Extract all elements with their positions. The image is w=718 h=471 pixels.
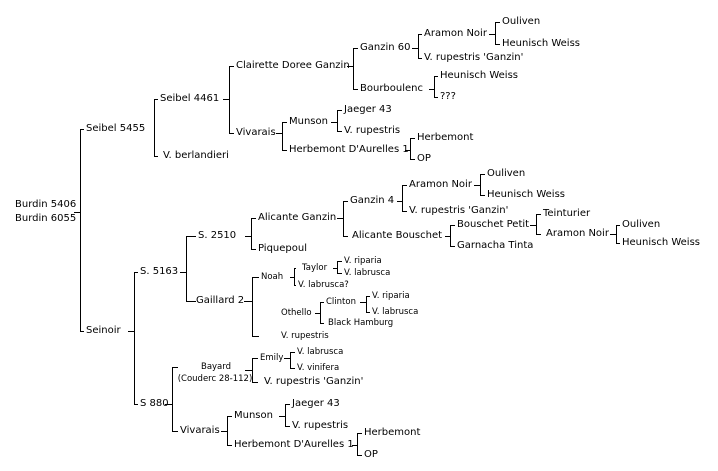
node-v-rupestris: V. rupestris [281,331,329,341]
pedigree-bracket [331,110,342,132]
node-heunisch-weiss: Heunisch Weiss [440,70,519,81]
pedigree-bracket [412,34,422,59]
node-v-riparia: V. riparia [344,256,382,266]
node-ouliven: Ouliven [502,16,541,27]
node-ganzin-60: Ganzin 60 [360,42,411,53]
pedigree-bracket [74,129,84,332]
node-heunisch-weiss: Heunisch Weiss [502,38,581,49]
node-bayard: Bayard [200,362,232,372]
node-othello: Othello [281,308,312,318]
node-seibel-4461: Seibel 4461 [160,93,220,104]
pedigree-bracket [530,214,541,235]
node-heunisch-weiss: Heunisch Weiss [487,189,566,200]
node-ouliven: Ouliven [622,219,661,230]
node-ouliven: Ouliven [487,168,526,179]
pedigree-bracket [397,185,407,212]
pedigree-bracket [221,416,232,446]
node-aramon-noir: Aramon Noir [424,28,487,39]
pedigree-bracket [429,76,438,98]
node-seibel-5455: Seibel 5455 [86,123,146,134]
node-v-rupestris-ganzin: V. rupestris 'Ganzin' [424,52,524,63]
node-vivarais: Vivarais [236,127,276,138]
pedigree-bracket [279,404,290,427]
node-s-880: S 880 [140,398,169,409]
node-alicante-bouschet: Alicante Bouschet [352,230,443,241]
node-teinturier: Teinturier [543,208,591,219]
node-munson: Munson [234,410,273,421]
pedigree-bracket [154,99,158,157]
node-v-labrusca: V. labrusca [372,307,419,317]
node-ganzin-4: Ganzin 4 [350,195,395,206]
pedigree-bracket [489,22,500,45]
node-op: OP [364,449,378,460]
node-aramon-noir: Aramon Noir [546,228,609,239]
node-garnacha-tinta: Garnacha Tinta [457,240,534,251]
pedigree-bracket [337,201,348,237]
root-label-line1: Burdin 5406 [15,199,77,210]
pedigree-bracket [315,302,324,324]
node-v-labrusca: V. labrusca [297,347,344,357]
node-noah: Noah [261,272,284,282]
pedigree-bracket [333,261,342,274]
pedigree-bracket [245,358,258,383]
node-herbemont: Herbemont [417,132,474,143]
node-op: OP [417,153,431,164]
pedigree-bracket [474,174,485,196]
node-herbemont-daurelles-1: Herbemont D'Aurelles 1 [289,144,409,155]
node-v-rupestris-ganzin: V. rupestris 'Ganzin' [409,205,509,216]
node-alicante-ganzin: Alicante Ganzin [258,212,337,223]
node-v-riparia: V. riparia [372,291,410,301]
pedigree-bracket [244,277,259,337]
node-vivarais: Vivarais [180,425,220,436]
node-v-rupestris: V. rupestris [292,420,349,431]
node-seinoir: Seinoir [86,325,121,336]
node-bourboulenc: Bourboulenc [360,83,423,94]
node-unknown-parent: ??? [440,91,456,102]
pedigree-bracket [405,138,415,160]
pedigree-bracket [180,236,196,302]
node-heunisch-weiss: Heunisch Weiss [622,237,701,248]
pedigree-bracket [352,433,362,456]
node-taylor: Taylor [302,263,328,273]
node-jaeger-43: Jaeger 43 [292,398,340,409]
node-v-vinifera: V. vinifera [297,363,340,373]
node-black-hamburg: Black Hamburg [328,318,394,328]
node-piquepoul: Piquepoul [258,243,308,254]
node-herbemont: Herbemont [364,427,421,438]
node-bouschet-petit: Bouschet Petit [457,219,530,230]
node-v-labrusca: V. labrusca [344,268,391,278]
root-label-line2: Burdin 6055 [15,213,77,224]
node-v-rupestris-ganzin: V. rupestris 'Ganzin' [264,376,364,387]
pedigree-bracket [284,352,295,369]
node-clairette-doree-ganzin: Clairette Doree Ganzin [236,60,350,71]
node-gaillard-2: Gaillard 2 [196,295,245,306]
pedigree-bracket [610,225,620,244]
node-munson: Munson [289,116,328,127]
pedigree-bracket [290,268,296,286]
node-v-labrusca-uncertain: V. labrusca? [298,280,349,290]
pedigree-bracket [165,367,178,432]
node-aramon-noir: Aramon Noir [409,179,472,190]
node-jaeger-43: Jaeger 43 [344,104,392,115]
pedigree-bracket [276,122,287,151]
pedigree-bracket [445,225,455,247]
node-emily: Emily [260,353,284,363]
pedigree-bracket [128,272,138,405]
pedigree-bracket [347,48,358,90]
pedigree-bracket [360,296,370,313]
node-s-2510: S. 2510 [198,230,237,241]
node-clinton: Clinton [326,297,356,307]
node-v-rupestris: V. rupestris [344,125,401,136]
node-s-5163: S. 5163 [140,266,179,277]
pedigree-bracket [223,66,234,134]
node-v-berlandieri: V. berlandieri [163,150,229,161]
node-couderc-28-112: (Couderc 28-112) [177,374,253,384]
pedigree-bracket [245,218,256,250]
node-herbemont-daurelles-1: Herbemont D'Aurelles 1 [234,439,354,450]
